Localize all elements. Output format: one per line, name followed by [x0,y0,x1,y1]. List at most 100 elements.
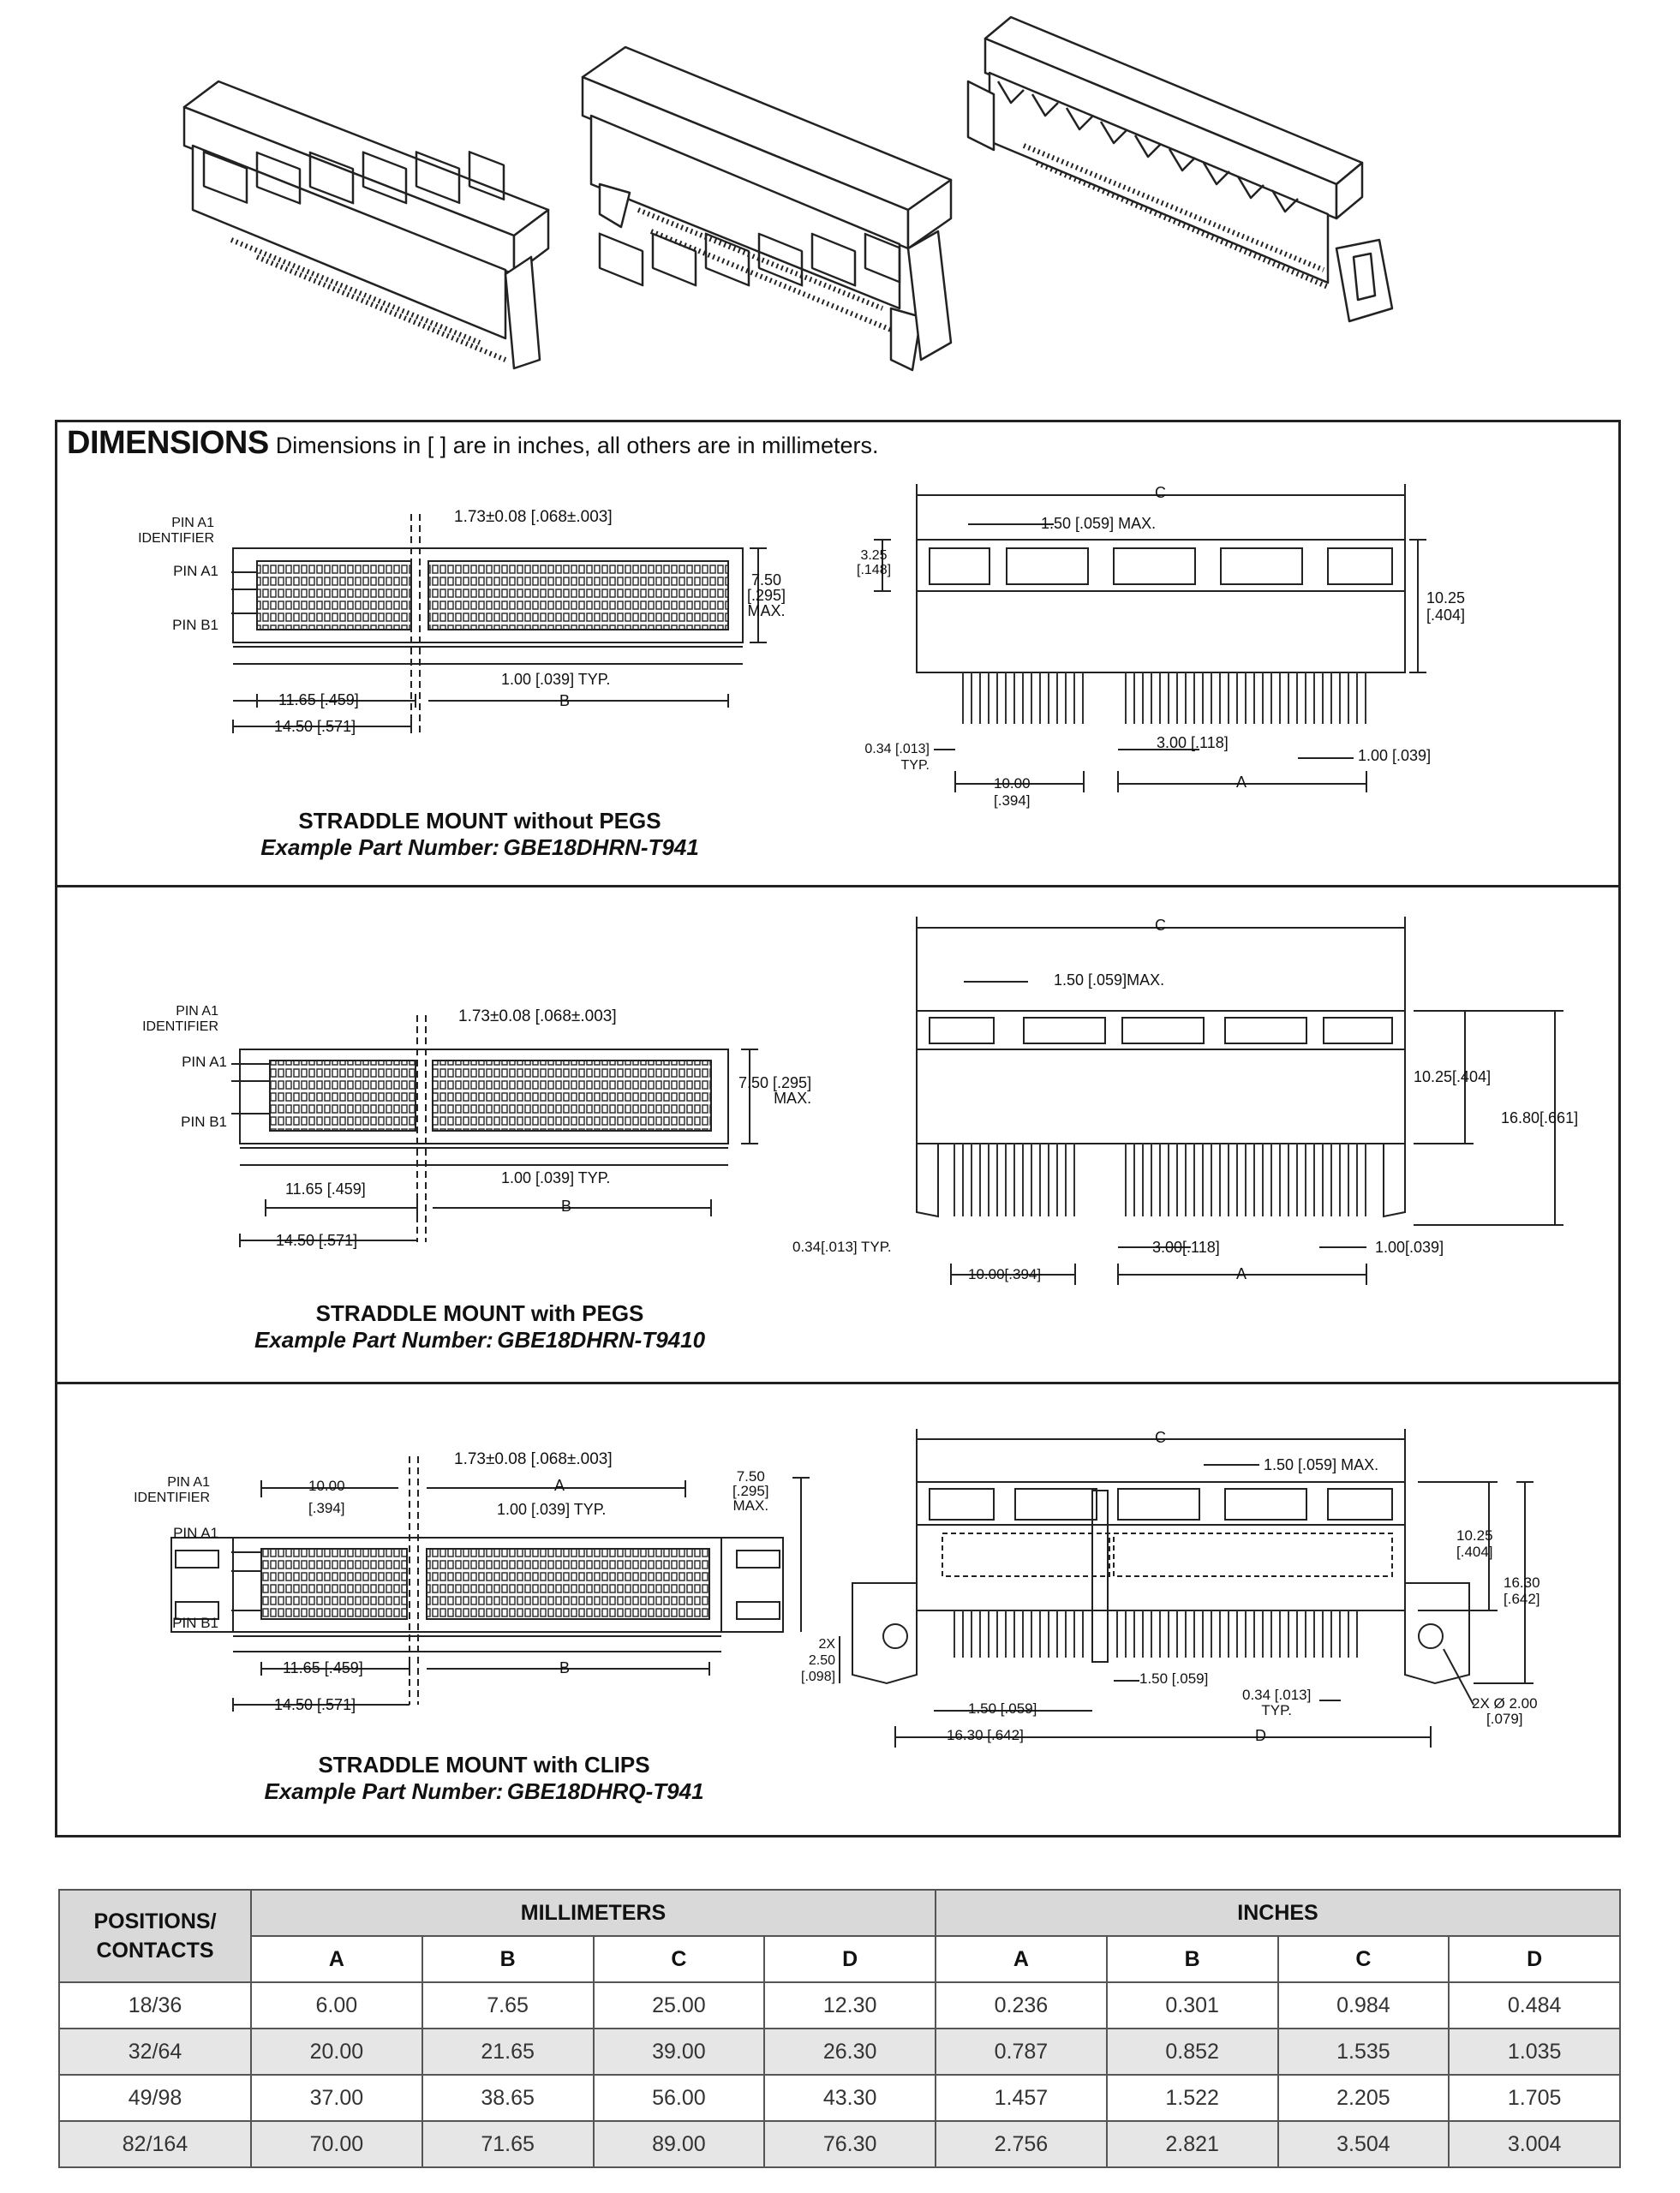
section-3-title: STRADDLE MOUNT with CLIPS [318,1752,650,1778]
section-3-part-number: GBE18DHRQ-T941 [506,1778,704,1804]
table-cell: 0.484 [1448,1981,1621,2029]
dim-250: 2X 2.50 [.098] [801,1637,836,1684]
pin-a1-identifier-label: PIN A1 IDENTIFIER [134,1475,210,1505]
table-cell: 1.457 [935,2074,1108,2122]
dim-1025: 10.25 [.404] [1456,1527,1493,1560]
section-1-part-number: GBE18DHRN-T941 [503,834,699,860]
table-cell: 43.30 [763,2074,936,2122]
dim-300: 3.00 [.118] [1157,734,1229,751]
dim-b-label: B [561,1198,572,1215]
connector-renderings [182,15,1394,372]
dim-1680: 16.80[.661] [1501,1109,1579,1126]
table-cell: 21.65 [421,2028,595,2076]
section-2-title: STRADDLE MOUNT with PEGS [315,1300,644,1326]
column-header-b: B [1105,1935,1279,1983]
section-1-title: STRADDLE MOUNT without PEGS [298,808,661,834]
section-2-drawings [231,917,1563,1285]
table-cell: 3.004 [1448,2120,1621,2168]
max-150-dimension: 1.50 [.059] MAX. [1264,1456,1379,1473]
side-view-3 [839,1429,1534,1748]
section-2-caption: STRADDLE MOUNT with PEGS Example Part Nu… [94,1300,865,1353]
dim-b-label: B [559,692,571,709]
table-cell: 1.035 [1448,2028,1621,2076]
dim-1165: 11.65 [.459] [285,1180,366,1198]
dim-d-label: D [1255,1727,1266,1744]
table-cell: 89.00 [592,2120,766,2168]
top-view-3 [170,1456,810,1712]
table-cell: 70.00 [250,2120,423,2168]
dim-a-label: A [1236,1265,1247,1282]
pin-a1-label: PIN A1 [182,1054,227,1070]
pin-a1-identifier-label: PIN A1 IDENTIFIER [142,1004,218,1034]
table-cell: 49/98 [58,2074,252,2122]
pin-a1-label: PIN A1 [173,563,218,579]
table-cell: 26.30 [763,2028,936,2076]
dim-1450: 14.50 [.571] [274,718,356,735]
column-header-c: C [1276,1935,1450,1983]
dim-1000: 10.00[.394] [968,1266,1042,1282]
height-max-dimension: 7.50 [.295] MAX. [747,571,786,619]
section-divider [55,885,1621,887]
dim-c-label: C [1155,484,1166,501]
pin-b1-label: PIN B1 [172,1615,218,1631]
max-150-dimension: 1.50 [.059]MAX. [1054,971,1165,989]
millimeters-header: MILLIMETERS [250,1889,936,1937]
dim-034: 0.34[.013] TYP. [792,1239,892,1255]
table-cell: 39.00 [592,2028,766,2076]
table-cell: 76.30 [763,2120,936,2168]
dim-1025: 10.25 [.404] [1426,589,1466,624]
table-cell: 0.236 [935,1981,1108,2029]
pin-b1-label: PIN B1 [172,617,218,633]
max-150-dimension: 1.50 [.059] MAX. [1041,515,1157,532]
dim-1000: 10.00 [.394] [994,775,1031,809]
inches-header: INCHES [935,1889,1621,1937]
section-1-caption: STRADDLE MOUNT without PEGS Example Part… [94,808,865,861]
table-cell: 0.852 [1105,2028,1279,2076]
table-cell: 25.00 [592,1981,766,2029]
dim-150-b: 1.50 [.059] [968,1700,1037,1717]
pitch-dimension: 1.00 [.039] TYP. [497,1501,607,1518]
pitch-dimension: 1.00 [.039] TYP. [501,671,611,688]
pitch-dimension: 1.00 [.039] TYP. [501,1169,611,1186]
dim-1450: 14.50 [.571] [274,1696,356,1713]
dim-325: 3.25 [.148] [857,548,892,577]
pin-a1-label: PIN A1 [173,1525,218,1541]
section-1-drawings [231,484,1426,792]
dimensions-panel [55,420,1621,1837]
top-view-1 [231,514,767,737]
side-view-1 [874,484,1426,792]
dimensions-title: DIMENSIONS [67,425,269,461]
height-max-dimension: 7.50 [.295] MAX. [732,1468,769,1514]
height-max-dimension: 7.50 [.295] MAX. [738,1074,812,1107]
table-cell: 0.301 [1105,1981,1279,2029]
dimensions-subtitle: Dimensions in [ ] are in inches, all oth… [275,433,879,458]
top-view-2 [231,1015,758,1247]
offset-dimension: 1.73±0.08 [.068±.003] [458,1007,617,1025]
connector-with-pegs-illustration [581,45,953,372]
table-cell: 6.00 [250,1981,423,2029]
column-header-c: C [592,1935,766,1983]
dim-034: 0.34 [.013] TYP. [864,742,930,773]
section-1-part-label: Example Part Number: [260,834,500,860]
table-cell: 32/64 [58,2028,252,2076]
table-cell: 20.00 [250,2028,423,2076]
table-cell: 7.65 [421,1981,595,2029]
dim-c-label: C [1155,917,1166,934]
dim-034: 0.34 [.013] TYP. [1242,1687,1312,1718]
column-header-a: A [935,1935,1108,1983]
table-cell: 1.522 [1105,2074,1279,2122]
connector-no-pegs-illustration [182,80,550,370]
section-3-caption: STRADDLE MOUNT with CLIPS Example Part N… [99,1752,870,1805]
dim-100: 1.00 [.039] [1358,747,1432,764]
positions-contacts-header: POSITIONS/ CONTACTS [58,1889,252,1983]
section-3-drawings [170,1429,1534,1748]
column-header-d: D [1448,1935,1621,1983]
pin-b1-label: PIN B1 [181,1114,227,1130]
section-2-part-label: Example Part Number: [254,1327,493,1353]
column-header-b: B [421,1935,595,1983]
section-2-part-number: GBE18DHRN-T9410 [497,1327,706,1353]
table-cell: 2.821 [1105,2120,1279,2168]
